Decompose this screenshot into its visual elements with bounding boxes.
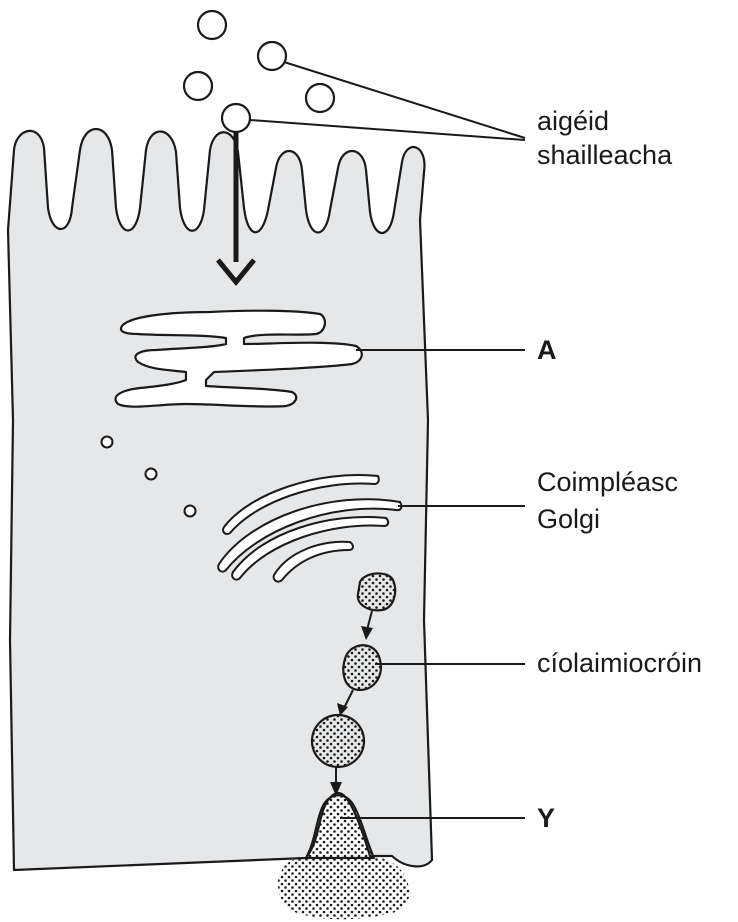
amino-acid-circle	[306, 84, 334, 112]
chylomicron-label: cíolaimiocróin	[537, 646, 702, 680]
amino-acid-circle	[258, 42, 286, 70]
secreted-chylomicrons	[278, 856, 410, 919]
amino-acids-label-line2: shailleacha	[537, 138, 672, 172]
amino-acid-circle	[198, 11, 226, 39]
golgi-label-line1: Coimpléasc	[537, 465, 678, 499]
small-vesicle	[185, 506, 196, 517]
vesicle-large-chylomicron	[312, 715, 364, 767]
golgi-label-line2: Golgi	[537, 502, 600, 536]
vesicle-small-chylomicron	[358, 573, 395, 610]
small-vesicle	[102, 437, 113, 448]
amino-acid-circle	[222, 104, 250, 132]
amino-acids-leader-line	[250, 120, 525, 140]
a-label: A	[537, 333, 557, 367]
small-vesicle	[146, 469, 157, 480]
vesicle-chylomicron	[343, 645, 381, 690]
amino-acids-label-line1: aigéid	[537, 104, 609, 138]
y-label: Y	[537, 801, 555, 835]
amino-acid-circle	[184, 72, 212, 100]
